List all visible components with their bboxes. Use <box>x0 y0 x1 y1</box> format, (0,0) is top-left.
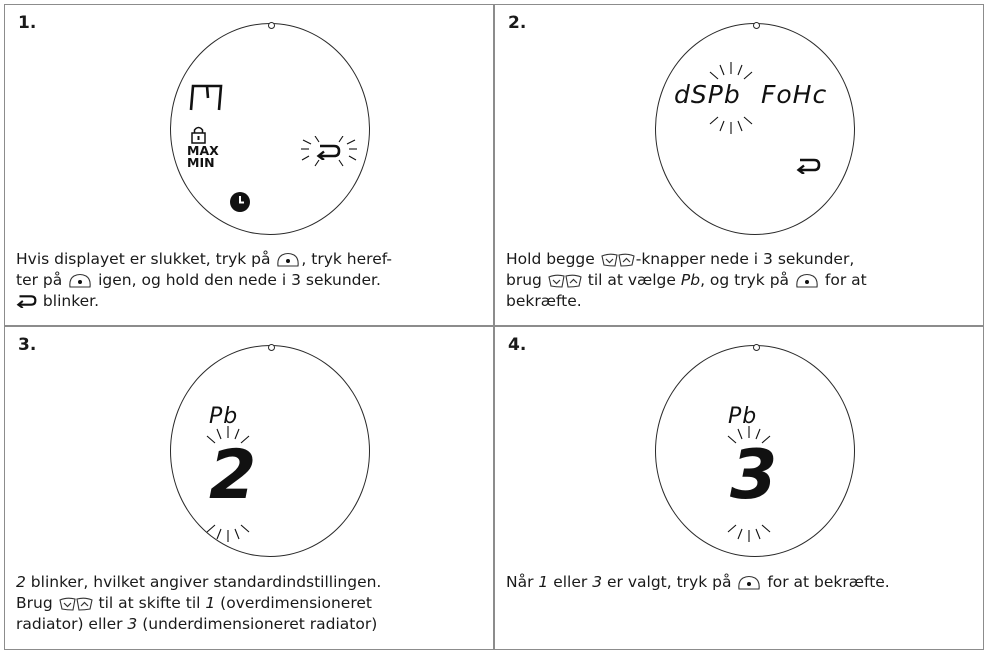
caption-line: blinker. <box>16 291 392 312</box>
setting-code: 1 <box>205 594 216 612</box>
return-arrow-icon <box>16 293 38 308</box>
panel-number: 3. <box>18 335 37 355</box>
caption-line: 2 blinker, hvilket angiver standardindst… <box>16 573 382 591</box>
thermostat-display: dSPb FoHc <box>655 22 855 235</box>
caption-line: brug til at vælge Pb, og tryk på for at <box>506 271 867 289</box>
display-code-left: dSPb <box>674 80 741 109</box>
setting-code: 3 <box>592 573 603 591</box>
blink-rays-icon <box>709 62 753 134</box>
setting-code: 2 <box>16 573 26 591</box>
indicator-dot <box>753 22 760 29</box>
panel-4: 4. Pb 3 Når 1 eller 3 er valgt, tryk på … <box>494 326 984 650</box>
setting-code: 1 <box>538 573 549 591</box>
caption-line: bekræfte. <box>506 292 582 310</box>
caption-line: Brug til at skifte til 1 (overdimensione… <box>16 594 372 612</box>
clock-icon <box>230 192 250 212</box>
up-down-buttons-icon <box>59 596 93 611</box>
thermostat-display: Pb 3 <box>655 344 855 557</box>
max-label: MAX <box>187 143 219 158</box>
display-code-top: Pb <box>209 404 239 429</box>
caption-line: Når 1 eller 3 er valgt, tryk på for at b… <box>506 573 890 591</box>
min-label: MIN <box>187 155 215 170</box>
display-value: 2 <box>209 436 258 515</box>
indicator-dot <box>268 22 275 29</box>
display-code-top: Pb <box>728 404 758 429</box>
ok-button-icon <box>68 273 92 288</box>
ok-button-icon <box>795 273 819 288</box>
panel-caption: Når 1 eller 3 er valgt, tryk på for at b… <box>506 572 890 593</box>
display-value: 3 <box>730 436 779 515</box>
display-code-right: FoHc <box>761 80 828 109</box>
indicator-dot <box>753 344 760 351</box>
up-down-buttons-icon <box>548 273 582 288</box>
mode-code-m <box>189 84 223 111</box>
caption-line: radiator) eller 3 (underdimensioneret ra… <box>16 615 378 633</box>
panel-1: 1. MAX MIN <box>4 4 494 326</box>
panel-number: 2. <box>508 13 527 33</box>
return-arrow-blinking-icon <box>301 136 357 167</box>
caption-line: Hold begge -knapper nede i 3 sekunder, <box>506 250 855 268</box>
blink-rays-icon <box>206 426 250 542</box>
thermostat-display: MAX MIN <box>170 22 370 235</box>
panel-caption: Hold begge -knapper nede i 3 sekunder, b… <box>506 249 867 312</box>
up-down-buttons-icon <box>601 252 635 267</box>
panel-caption: 2 blinker, hvilket angiver standardindst… <box>16 572 381 635</box>
setting-code: Pb <box>680 271 701 289</box>
blink-rays-icon <box>727 426 771 542</box>
caption-line: ter på igen, og hold den nede i 3 sekund… <box>16 271 381 289</box>
panel-2: 2. dSPb FoHc Hold begge -knapper nede i … <box>494 4 984 326</box>
ok-button-icon <box>737 575 761 590</box>
setting-code: 3 <box>127 615 138 633</box>
panel-caption: Hvis displayet er slukket, tryk på , try… <box>16 249 392 312</box>
indicator-dot <box>268 344 275 351</box>
panel-number: 1. <box>18 13 37 33</box>
caption-line: Hvis displayet er slukket, tryk på , try… <box>16 250 392 268</box>
panel-number: 4. <box>508 335 527 355</box>
thermostat-display: Pb 2 <box>170 344 370 557</box>
lock-icon <box>191 126 206 144</box>
panel-3: 3. Pb 2 2 blinker, hvilket angiver stand… <box>4 326 494 650</box>
return-arrow-icon <box>796 156 822 174</box>
ok-button-icon <box>276 252 300 267</box>
